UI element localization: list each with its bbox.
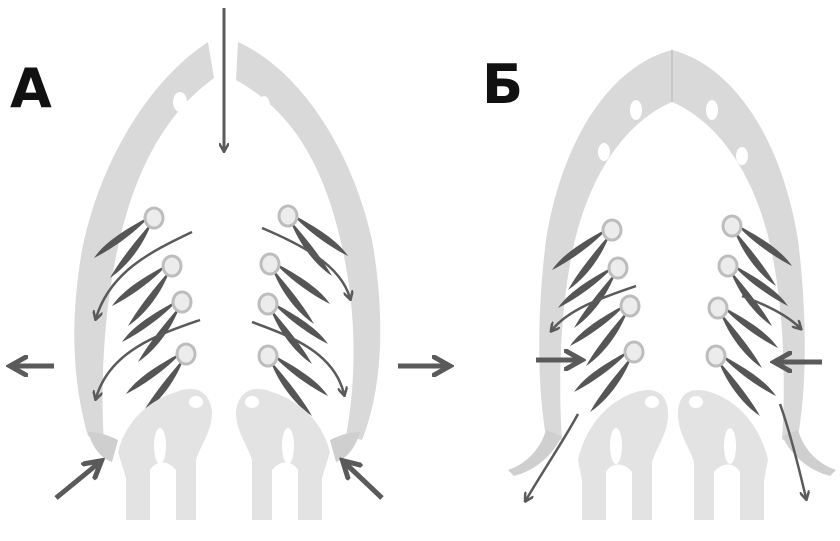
panel-b	[508, 50, 836, 520]
panel-a	[12, 8, 448, 520]
inflow-arrow-a-right	[344, 462, 382, 498]
panel-label-a: А	[10, 62, 52, 116]
inflow-arrow-a-left	[56, 462, 100, 498]
panel-label-b: Б	[482, 58, 523, 112]
head-wall-left-a	[74, 42, 214, 444]
operculum-left-a	[88, 432, 118, 462]
operculum-right-a	[330, 432, 360, 462]
